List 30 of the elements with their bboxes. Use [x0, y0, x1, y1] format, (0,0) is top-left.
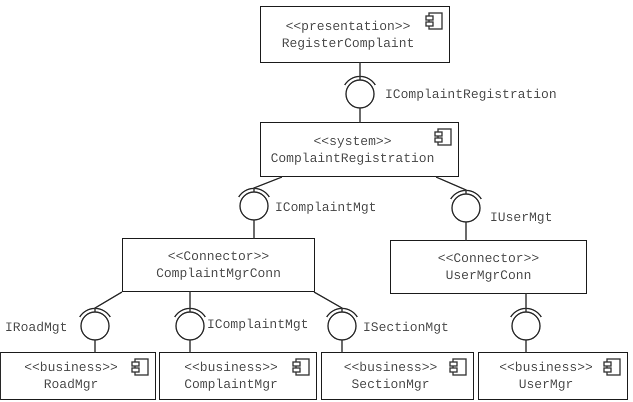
component-box: [478, 352, 628, 400]
interface-label: ISectionMgt: [362, 320, 450, 335]
stereotype-label: <<presentation>>: [286, 18, 410, 34]
interface-label: IComplaintRegistration: [384, 87, 558, 102]
interface-label: IUserMgt: [489, 210, 554, 225]
component-box: [321, 352, 474, 400]
component-name: ComplaintRegistration: [270, 150, 434, 166]
stereotype-label: <<business>>: [344, 359, 438, 376]
stereotype-label: <<Connector>>: [168, 248, 270, 265]
component-box: [122, 238, 315, 292]
component-name: ComplaintMgr: [184, 376, 278, 393]
component-box: [390, 240, 587, 294]
component-name: UserMgr: [518, 376, 574, 393]
component-box: [159, 352, 317, 400]
component-name: SectionMgr: [351, 376, 430, 393]
component-name: UserMgrConn: [446, 267, 532, 284]
component-name: ComplaintMgrConn: [156, 265, 281, 282]
stereotype-label: <<Connector>>: [438, 250, 540, 267]
component-box: [260, 6, 450, 63]
stereotype-label: <<system>>: [313, 132, 392, 150]
component-name: RegisterComplaint: [282, 34, 414, 52]
stereotype-label: <<business>>: [24, 359, 118, 376]
interface-label: IComplaintMgt: [206, 317, 310, 332]
stereotype-label: <<business>>: [184, 359, 278, 376]
stereotype-label: <<business>>: [499, 359, 593, 376]
component-name: RoadMgr: [44, 376, 98, 393]
component-box: [260, 122, 459, 177]
interface-label: IComplaintMgt: [274, 200, 378, 215]
interface-label: IRoadMgt: [4, 320, 68, 335]
component-box: [0, 352, 156, 400]
